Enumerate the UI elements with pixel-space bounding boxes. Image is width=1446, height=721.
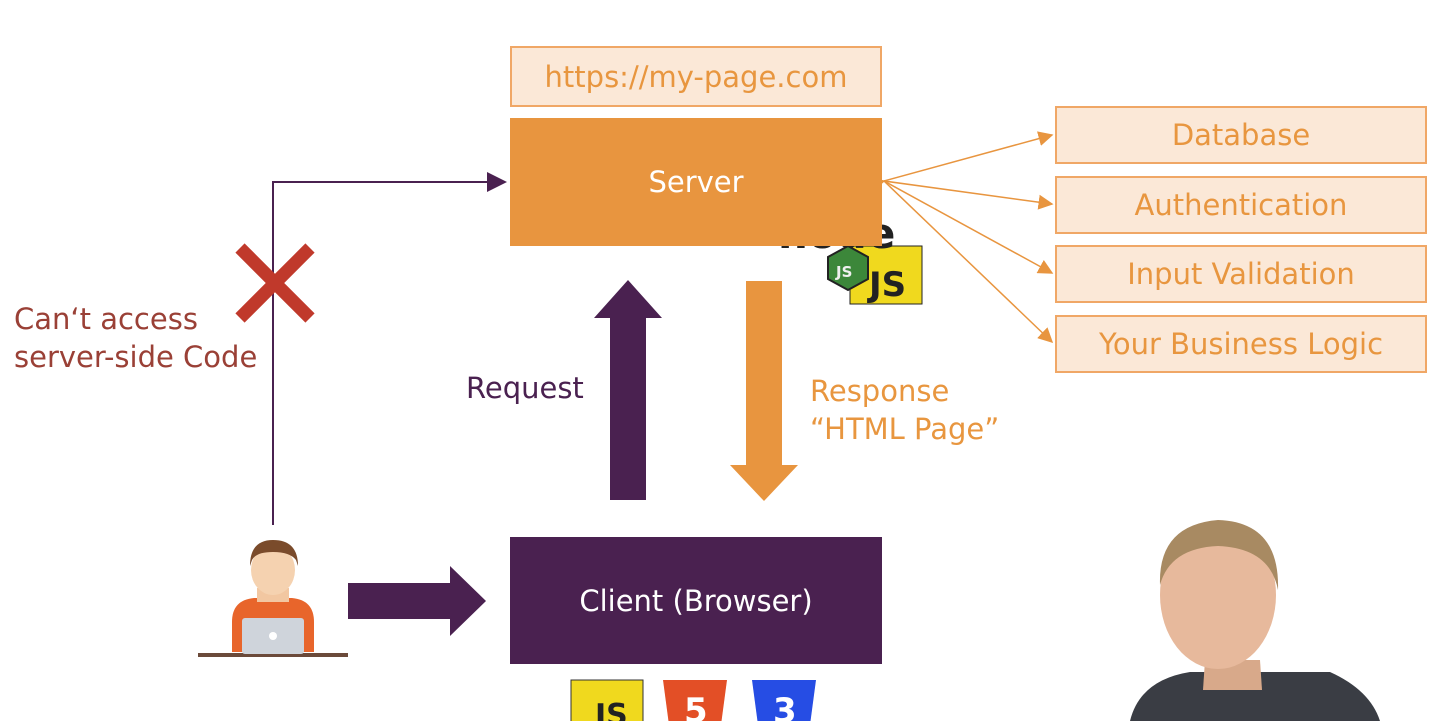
nodejs-badge-text: JS [867,265,906,305]
response-arrow [730,281,798,501]
response-line-1: Response [810,374,950,408]
html5-badge-text: 5 [684,691,708,721]
url-text: https://my-page.com [544,59,848,94]
request-arrow [594,280,662,500]
request-label: Request [466,371,584,405]
css3-badge-text: 3 [773,691,797,721]
client-label: Client (Browser) [579,583,813,618]
user-to-client-arrow [348,566,486,636]
server-label: Server [648,165,744,199]
task-business-logic: Your Business Logic [1055,315,1427,373]
cant-access-label: Can‘t access server-side Code [14,300,257,376]
cant-access-line-2: server-side Code [14,340,258,374]
task-input-validation: Input Validation [1055,245,1427,303]
task-label: Your Business Logic [1098,327,1384,361]
response-label: Response “HTML Page” [810,372,999,448]
url-box: https://my-page.com [510,46,882,107]
blocked-cross-icon [235,243,315,323]
cant-access-line-1: Can‘t access [14,302,198,336]
task-label: Input Validation [1127,257,1355,291]
svg-text:JS: JS [835,263,852,281]
server-fanout-arrows [868,131,1054,344]
user-at-laptop-icon [198,540,348,657]
js-badge-text: JS [593,698,628,721]
user-to-server-line [272,172,507,525]
task-label: Database [1171,118,1311,152]
frontend-tech-badges: JS 5 3 [570,679,816,721]
task-database: Database [1055,106,1427,164]
client-box: Client (Browser) [510,537,882,664]
server-box: Server [510,118,882,246]
presenter-webcam [1130,520,1380,721]
task-label: Authentication [1134,188,1348,222]
response-line-2: “HTML Page” [810,412,1000,446]
task-authentication: Authentication [1055,176,1427,234]
